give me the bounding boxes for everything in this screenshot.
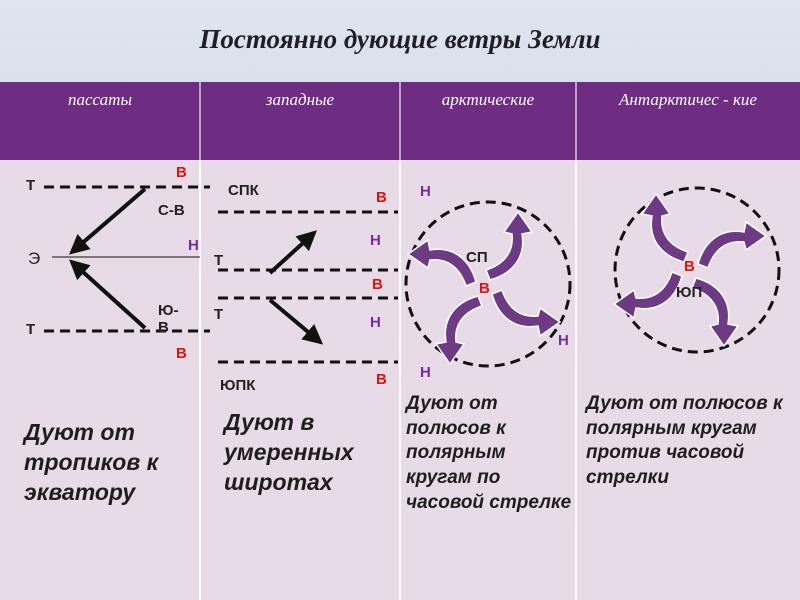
arctic-high-label: В [479, 280, 490, 297]
header-arctic: арктические [441, 90, 535, 109]
header-trade-winds: пассаты [68, 90, 132, 109]
header-antarctic: Антарктичес - кие [619, 90, 757, 109]
header-westerlies: западные [265, 90, 335, 109]
arctic-low-label-top: Н [420, 183, 431, 200]
arctic-diagram [404, 200, 572, 368]
westerlies-diagram [218, 210, 398, 364]
westerly-high-label-3: В [376, 371, 387, 388]
westerly-arrow-north [268, 230, 317, 275]
subpolar-label-north: СПК [228, 182, 259, 199]
westerly-high-label-2: В [372, 276, 383, 293]
trade-winds-description: Дуют от тропиков к экватору [24, 419, 159, 505]
equator-label: Э [28, 249, 41, 268]
tropic-w-label-south: Т [214, 306, 224, 323]
low-pressure-label-equator: Н [188, 237, 199, 254]
tropic-w-label-north: Т [214, 252, 224, 269]
se-trade-label: Ю-В [158, 302, 179, 337]
north-pole-label: СП [466, 249, 488, 266]
westerly-low-label-2: Н [370, 314, 381, 331]
antarctic-high-label: В [684, 258, 695, 275]
antarctic-diagram [613, 186, 781, 354]
arctic-low-label-right: Н [558, 332, 569, 349]
se-trade-arrow [69, 259, 147, 330]
westerly-arrow-south [268, 298, 324, 345]
subpolar-label-south: ЮПК [220, 377, 256, 394]
south-pole-label: ЮП [676, 284, 703, 301]
ne-trade-label: С-В [158, 202, 185, 219]
antarctic-description: Дуют от полюсов к полярным кругам против… [586, 393, 783, 489]
antarctic-circle [613, 186, 781, 354]
high-pressure-label-south: В [176, 345, 187, 362]
tropic-label-south: Т [26, 321, 36, 338]
arctic-description: Дуют от полюсов к полярным кругам по час… [406, 393, 572, 513]
westerly-high-label-1: В [376, 189, 387, 206]
arctic-low-label-bottom: Н [420, 364, 431, 381]
tropic-label-north: Т [26, 177, 36, 194]
high-pressure-label-north: В [176, 164, 187, 181]
trade-winds-diagram [44, 185, 210, 333]
arctic-circle [404, 200, 572, 368]
westerlies-description: Дуют в умеренных широтах [224, 409, 354, 495]
ne-trade-arrow [68, 187, 147, 255]
page-title: Постоянно дующие ветры Земли [199, 24, 601, 54]
westerly-low-label-1: Н [370, 232, 381, 249]
